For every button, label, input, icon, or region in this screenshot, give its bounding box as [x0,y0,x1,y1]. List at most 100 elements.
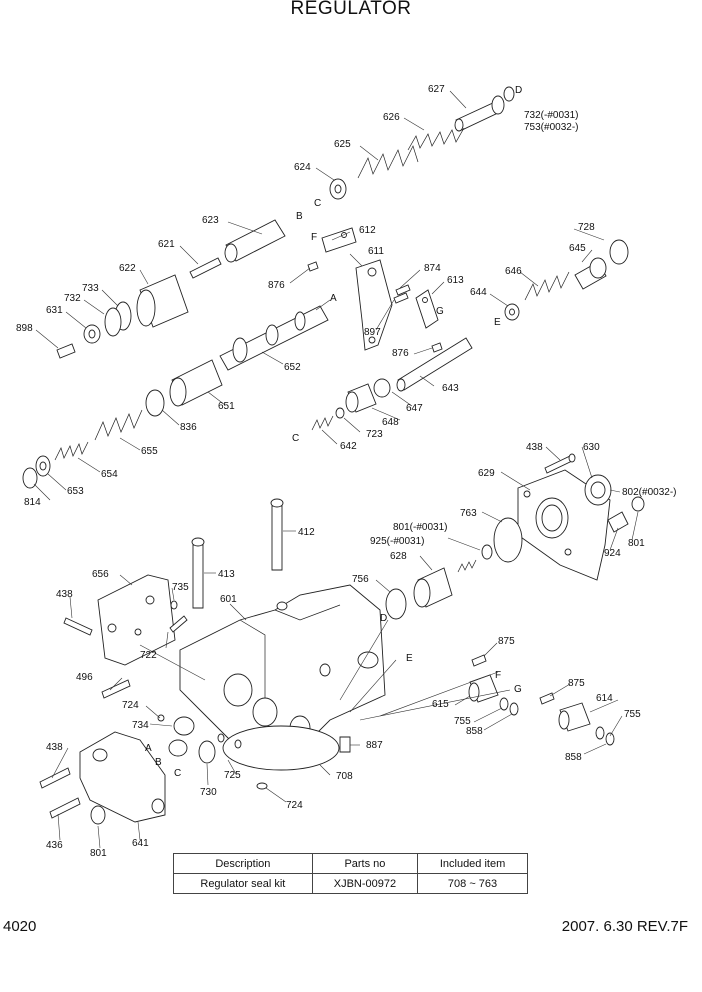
label-653: 653 [67,486,84,497]
label-630: 630 [583,442,600,453]
part-925-801-fittings [457,544,493,573]
label-601: 601 [220,594,237,605]
part-655-spring [94,409,143,441]
part-601-body [179,584,386,766]
part-624-seat [329,178,347,200]
part-labels: 627 D 732(-#0031) 753(#0032-) 626 625 62… [16,84,676,859]
label-612: 612 [359,225,376,236]
part-898-pin [56,343,76,359]
part-802-801-nut [607,496,645,533]
part-614-plug [558,702,591,732]
header-description: Description [173,853,313,874]
part-627-plug [454,86,515,132]
label-614: 614 [596,693,613,704]
leader-lines [33,90,639,849]
label-E-top: E [494,317,501,328]
label-496: 496 [76,672,93,683]
label-734: 734 [132,720,149,731]
part-621-pin [189,257,222,279]
label-655: 655 [141,446,158,457]
label-F-top: F [311,232,317,243]
label-645: 645 [569,243,586,254]
part-612-link [321,227,357,253]
label-628: 628 [390,551,407,562]
label-611: 611 [368,246,384,257]
part-814-snapring [22,467,38,489]
table-row: Regulator seal kit XJBN-00972 708 ~ 763 [173,873,528,894]
label-624: 624 [294,162,311,173]
part-631-ring [83,324,101,344]
label-A-top: A [330,293,337,304]
table-header-row: Description Parts no Included item [173,853,528,874]
label-801-b: 801 [628,538,645,549]
label-F-mid: F [495,670,501,681]
part-644-seat [504,303,520,321]
label-413: 413 [218,569,235,580]
part-630-nut [584,474,612,506]
label-D-mid: D [380,613,387,624]
label-876-mid: 876 [392,348,409,359]
part-734-730-725-orings [157,714,268,790]
label-651: 651 [218,401,235,412]
label-615: 615 [432,699,449,710]
label-629: 629 [478,468,495,479]
label-438-bottom: 438 [46,742,63,753]
label-755-b: 755 [624,709,641,720]
label-412: 412 [298,527,315,538]
label-627: 627 [428,84,445,95]
part-413-bolt [191,537,205,609]
part-651-sleeve [169,359,223,407]
label-621: 621 [158,239,175,250]
part-653-seat [35,455,51,477]
label-642: 642 [340,441,357,452]
part-887-pin [339,736,351,753]
label-641: 641 [132,838,149,849]
label-753: 753(#0032-) [524,122,578,133]
part-652-spool [219,305,329,371]
part-613-link [415,289,439,329]
label-438-top: 438 [526,442,543,453]
label-652: 652 [284,362,301,373]
part-646-spring [524,271,570,301]
label-722: 722 [140,650,157,661]
part-654-spring [54,441,89,461]
label-643: 643 [442,383,459,394]
part-611-lever [355,259,393,351]
label-897: 897 [364,327,381,338]
label-730: 730 [200,787,217,798]
label-876-top: 876 [268,280,285,291]
label-763: 763 [460,508,477,519]
part-626-spring [407,127,465,151]
label-858-b: 858 [565,752,582,763]
header-parts-no: Parts no [311,853,419,874]
label-626: 626 [383,112,400,123]
label-E-mid: E [406,653,413,664]
part-412-bolt [270,498,284,571]
label-631: 631 [46,305,63,316]
part-708-oring [222,725,340,771]
page-title: REGULATOR [290,0,412,19]
part-615-plug [468,674,499,703]
part-874-876-897-pins [307,261,443,353]
cell-description: Regulator seal kit [173,873,313,894]
label-732-left: 732 [64,293,81,304]
label-874: 874 [424,263,441,274]
label-622: 622 [119,263,136,274]
label-B-bottom: B [155,757,162,768]
label-G-mid: G [514,684,522,695]
part-836-snapring [145,389,165,417]
label-733: 733 [82,283,99,294]
label-723: 723 [366,429,383,440]
label-613: 613 [447,275,464,286]
label-801-c: 801 [90,848,107,859]
label-C-mid: C [292,433,299,444]
label-656: 656 [92,569,109,580]
seal-kit-table: Description Parts no Included item Regul… [173,853,528,894]
part-801-nut-bottom [90,805,106,825]
part-622-sleeve [136,274,189,328]
label-924: 924 [604,548,621,559]
label-623: 623 [202,215,219,226]
label-647: 647 [406,403,423,414]
label-858-a: 858 [466,726,483,737]
